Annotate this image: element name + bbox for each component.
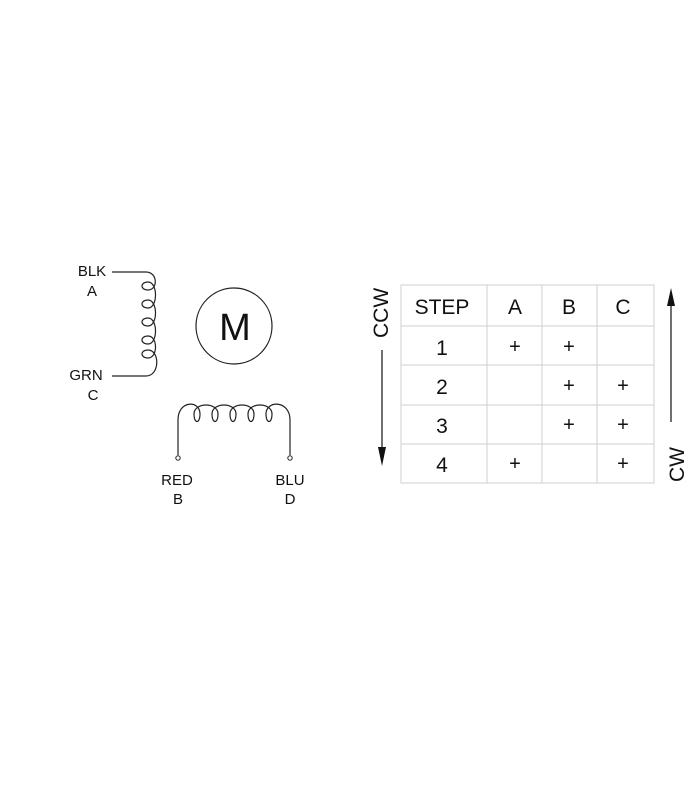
lead-grn-label: GRN [69,367,102,384]
terminal-b-dot [175,455,181,461]
table-cell: + [563,414,575,436]
lead-blk-label: BLK [78,263,106,280]
lead-blu-label: BLU [275,472,304,489]
table-header: A [508,296,522,319]
lead-red-label: RED [161,472,193,489]
table-cell: + [509,336,521,358]
table-header: B [562,296,576,319]
terminal-a-label: A [87,283,97,300]
table-cell: + [563,375,575,397]
table-cell: + [617,414,629,436]
coil-a-c [112,271,158,377]
step-table-grid [400,284,655,484]
table-cell: + [617,453,629,475]
step-number: 3 [436,415,448,438]
terminal-c-label: C [88,387,99,404]
step-number: 1 [436,337,448,360]
terminal-d-label: D [285,491,296,508]
coil-b-d [175,403,293,461]
terminal-b-label: B [173,491,183,508]
ccw-label: CCW [370,288,393,338]
table-header: STEP [415,296,470,319]
step-number: 2 [436,376,448,399]
table-cell: + [563,336,575,358]
table-cell: + [509,453,521,475]
step-table: STEP A B C 1 + +2 + +3 + +4 + + [415,296,631,477]
table-cell: + [617,375,629,397]
step-number: 4 [436,454,448,477]
cw-label: CW [666,447,689,482]
terminal-d-dot [287,455,293,461]
motor-circle [195,287,273,365]
ccw-arrowhead-icon [378,447,386,466]
motor-label: M [219,307,251,349]
cw-arrowhead-icon [667,288,675,306]
table-header: C [615,296,630,319]
